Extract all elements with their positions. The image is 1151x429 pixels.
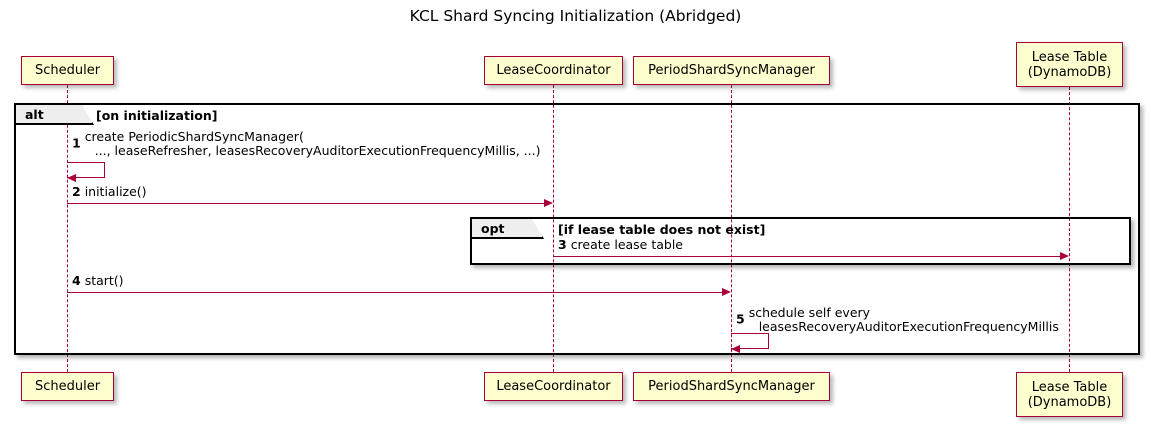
- participant-period-shard-sync-manager-top[interactable]: PeriodShardSyncManager: [633, 56, 830, 85]
- fragment-alt-operator: alt: [16, 105, 94, 125]
- fragment-opt-guard: [if lease table does not exist]: [558, 222, 766, 237]
- participant-period-shard-sync-manager-bottom[interactable]: PeriodShardSyncManager: [633, 372, 830, 401]
- participant-scheduler-top[interactable]: Scheduler: [21, 56, 114, 85]
- participant-lease-table-bottom[interactable]: Lease Table (DynamoDB): [1016, 372, 1123, 417]
- message-1-line2: ..., leaseRefresher, leasesRecoveryAudit…: [94, 143, 541, 158]
- message-3-number: 3: [558, 237, 567, 252]
- message-5-self-loop: [731, 333, 769, 349]
- fragment-opt-operator: opt: [472, 219, 544, 239]
- message-5-line1: schedule self every: [748, 305, 871, 320]
- lifeline-lease-table: [1069, 87, 1070, 372]
- message-3-label: create lease table: [570, 237, 683, 252]
- message-5-text: 5 schedule self every leasesRecoveryAudi…: [736, 306, 1059, 334]
- lifeline-scheduler: [67, 85, 68, 372]
- participant-scheduler-bottom[interactable]: Scheduler: [21, 372, 114, 401]
- message-4-text: 4 start(): [72, 274, 124, 288]
- fragment-alt: alt: [14, 103, 1140, 355]
- message-4-number: 4: [72, 273, 81, 288]
- participant-label: Scheduler: [34, 63, 101, 78]
- message-3-arrowhead: [1060, 251, 1069, 260]
- participant-label: Scheduler: [34, 379, 101, 394]
- message-5-arrowhead: [731, 344, 740, 353]
- participant-label: Lease Table (DynamoDB): [1027, 49, 1112, 80]
- fragment-alt-guard: [on initialization]: [96, 108, 218, 123]
- participant-label: Lease Table (DynamoDB): [1027, 379, 1112, 410]
- message-2-line: [67, 203, 544, 204]
- message-5-number: 5: [736, 311, 745, 327]
- participant-label: PeriodShardSyncManager: [648, 63, 815, 78]
- fragment-opt: opt: [470, 217, 1131, 265]
- participant-label: LeaseCoordinator: [496, 63, 611, 78]
- message-3-text: 3 create lease table: [558, 238, 683, 252]
- participant-label: PeriodShardSyncManager: [648, 379, 815, 394]
- message-5-line2: leasesRecoveryAuditorExecutionFrequencyM…: [758, 319, 1059, 334]
- message-2-number: 2: [72, 184, 81, 199]
- message-4-arrowhead: [722, 287, 731, 296]
- message-2-label: initialize(): [84, 184, 147, 199]
- message-4-label: start(): [84, 273, 124, 288]
- lifeline-lease-coordinator: [553, 85, 554, 372]
- message-1-arrowhead: [67, 173, 76, 182]
- message-3-line: [553, 256, 1060, 257]
- message-2-text: 2 initialize(): [72, 185, 147, 199]
- message-1-self-loop: [67, 162, 105, 178]
- participant-lease-coordinator-top[interactable]: LeaseCoordinator: [484, 56, 623, 85]
- message-1-number: 1: [72, 135, 81, 151]
- participant-lease-coordinator-bottom[interactable]: LeaseCoordinator: [484, 372, 623, 401]
- message-2-arrowhead: [544, 198, 553, 207]
- diagram-title: KCL Shard Syncing Initialization (Abridg…: [409, 7, 742, 25]
- participant-label: LeaseCoordinator: [496, 379, 611, 394]
- message-1-text: 1 create PeriodicShardSyncManager( ..., …: [72, 130, 540, 158]
- message-4-line: [67, 292, 722, 293]
- message-1-line1: create PeriodicShardSyncManager(: [84, 129, 304, 144]
- participant-lease-table-top[interactable]: Lease Table (DynamoDB): [1016, 42, 1123, 87]
- lifeline-period-shard-sync-manager: [731, 85, 732, 372]
